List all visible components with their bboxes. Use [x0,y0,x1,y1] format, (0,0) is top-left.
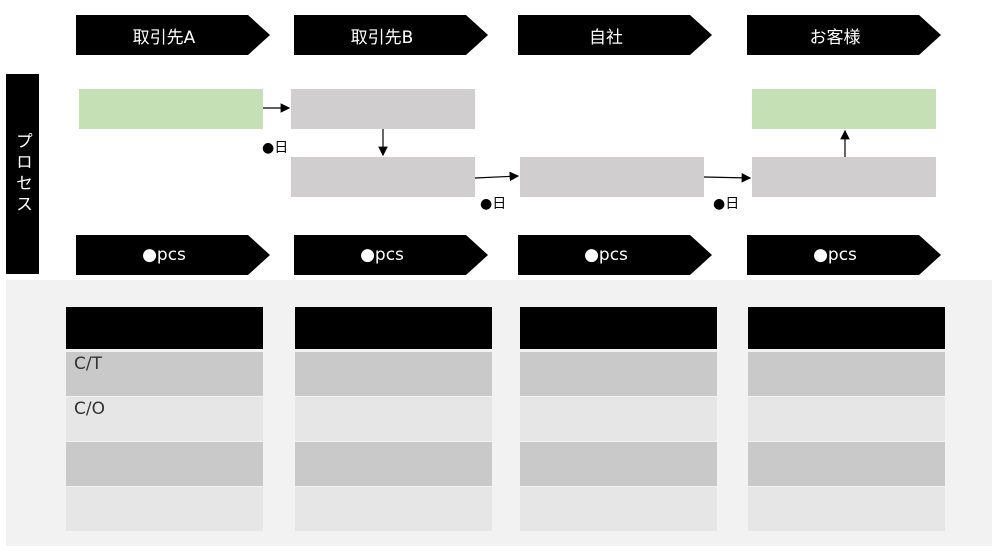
row-4 [295,487,492,532]
qty-chevron-own-company: ●pcs [518,235,712,275]
process-box-supplier-b-2 [291,157,475,197]
row-3 [66,442,263,487]
column-header [748,307,945,350]
lead-time-label-1: ●日 [262,140,289,156]
row-co [748,397,945,442]
lead-time-label-3: ●日 [713,196,740,212]
row-3 [748,442,945,487]
process-box-supplier-a [79,89,263,129]
row-ct [520,352,717,397]
qty-chevron-customer: ●pcs [747,235,941,275]
row-co [520,397,717,442]
process-box-own-company [520,157,704,197]
row-co [295,397,492,442]
row-ct [748,352,945,397]
row-label-ct: C/T [74,354,102,374]
data-column-supplier-a: C/T C/O [66,307,263,532]
stage-header-supplier-b: 取引先B [294,15,488,55]
process-box-customer-2 [752,89,936,129]
data-column-own-company [520,307,717,532]
stage-header-supplier-a: 取引先A [76,15,270,55]
data-column-customer [748,307,945,532]
qty-chevron-supplier-a: ●pcs [76,235,270,275]
column-header [520,307,717,350]
process-box-supplier-b-1 [291,89,475,129]
process-box-customer-1 [752,157,936,197]
process-label-bar: プロセス [6,74,39,274]
row-co: C/O [66,397,263,442]
row-4 [520,487,717,532]
row-4 [748,487,945,532]
row-label-co: C/O [74,399,105,419]
row-3 [520,442,717,487]
qty-chevron-supplier-b: ●pcs [294,235,488,275]
column-header [66,307,263,350]
stage-header-own-company: 自社 [518,15,712,55]
data-column-supplier-b [295,307,492,532]
column-header [295,307,492,350]
arrow-own-to-customer [703,173,752,183]
row-ct [295,352,492,397]
arrow-b-to-own [474,171,520,182]
process-label: プロセス [12,132,32,216]
row-3 [295,442,492,487]
lead-time-label-2: ●日 [480,196,507,212]
row-4 [66,487,263,532]
stage-header-customer: お客様 [747,15,941,55]
row-ct: C/T [66,352,263,397]
